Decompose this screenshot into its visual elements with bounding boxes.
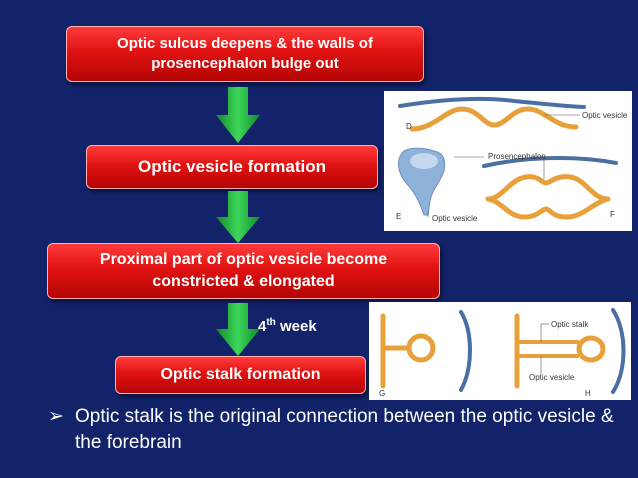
- down-arrow-3: [216, 303, 260, 356]
- label-e: E: [396, 212, 401, 221]
- label-f: F: [610, 210, 615, 219]
- label-d: D: [406, 122, 412, 131]
- label-optic-stalk: Optic stalk: [551, 320, 589, 329]
- bullet-point: ➢ Optic stalk is the original connection…: [48, 404, 628, 455]
- step-optic-stalk-box: Optic stalk formation: [115, 356, 366, 394]
- figure-optic-vesicle-panel: D Optic vesicle E Optic vesicle Prosence…: [384, 91, 632, 231]
- down-arrow-1: [216, 87, 260, 143]
- label-optic-vesicle: Optic vesicle: [529, 373, 575, 382]
- week-label: 4th week: [258, 317, 317, 335]
- step-optic-vesicle-text: Optic vesicle formation: [138, 156, 326, 176]
- bullet-arrow-icon: ➢: [48, 406, 64, 427]
- step-proximal-part-box: Proximal part of optic vesicle become co…: [47, 243, 440, 299]
- label-h: H: [585, 389, 591, 398]
- step-optic-sulcus-text: Optic sulcus deepens & the walls of pros…: [117, 34, 373, 72]
- step-proximal-part-text: Proximal part of optic vesicle become co…: [99, 251, 388, 290]
- label-optic-vesicle-bottom: Optic vesicle: [432, 214, 478, 223]
- bullet-text: Optic stalk is the original connection b…: [75, 406, 614, 453]
- step-optic-vesicle-box: Optic vesicle formation: [86, 145, 378, 189]
- step-optic-sulcus-box: Optic sulcus deepens & the walls of pros…: [66, 26, 424, 82]
- down-arrow-2: [216, 191, 260, 243]
- label-prosencephalon: Prosencephalon: [488, 152, 546, 161]
- step-optic-stalk-text: Optic stalk formation: [160, 366, 321, 384]
- label-optic-vesicle-top: Optic vesicle: [582, 111, 628, 120]
- label-g: G: [379, 389, 385, 398]
- figure-optic-stalk-panel: G Optic stalk Optic vesicle H: [369, 302, 631, 400]
